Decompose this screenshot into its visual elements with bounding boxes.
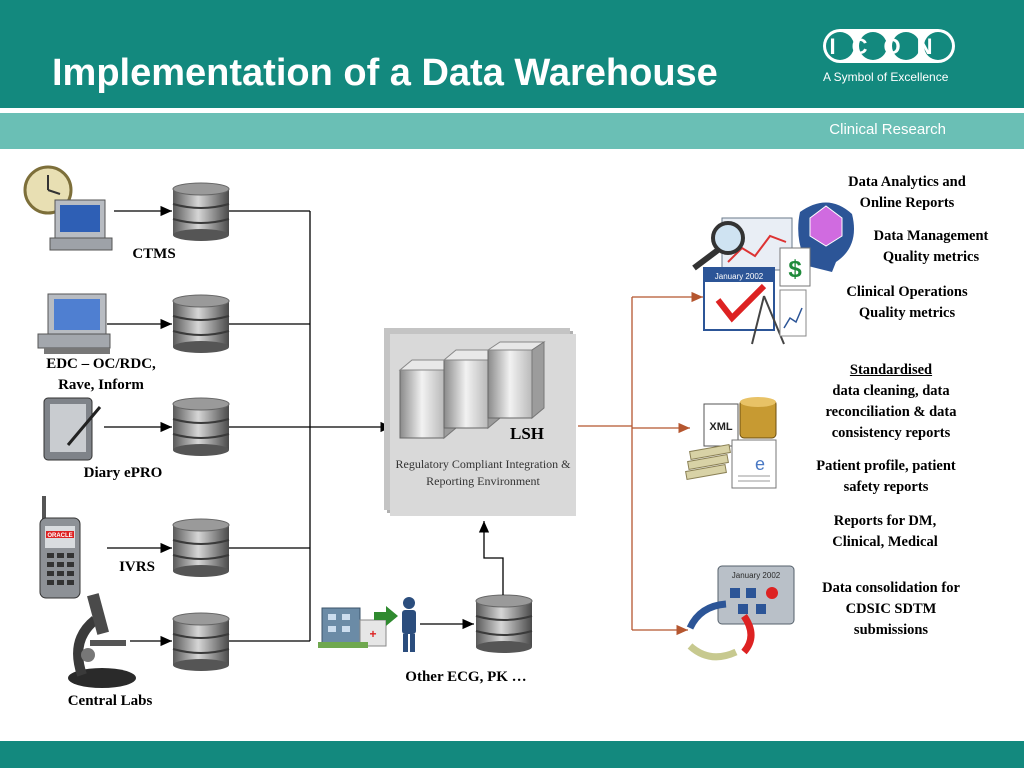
output-sdtm: Data consolidation for CDSIC SDTM submis… — [822, 580, 960, 638]
hospital-person-icon: + — [318, 597, 416, 652]
svg-text:ICON: ICON — [830, 34, 949, 59]
footer-bar — [0, 741, 1024, 768]
svg-text:January 2002: January 2002 — [732, 571, 781, 580]
logo-tagline: A Symbol of Excellence — [823, 70, 949, 84]
svg-text:+: + — [369, 627, 376, 641]
svg-text:e: e — [755, 454, 765, 474]
output-clinops-quality: Clinical Operations Quality metrics — [846, 284, 968, 321]
server-stack-icon — [398, 341, 546, 440]
database-icon — [475, 594, 533, 654]
desktop-computer-icon — [37, 293, 111, 354]
source-label-edc: EDC – OC/RDC, Rave, Inform — [46, 356, 156, 393]
database-icon — [172, 397, 230, 457]
subtitle-band: Clinical Research — [0, 113, 1024, 149]
output-dm-quality: Data Management Quality metrics — [873, 228, 989, 265]
other-source-label: Other ECG, PK … — [405, 669, 527, 685]
cycle-workflow-icon: January 2002 — [686, 565, 795, 661]
microscope-icon — [68, 593, 136, 688]
source-arrows — [104, 205, 172, 647]
database-icon — [172, 612, 230, 672]
output-reports-dm: Reports for DM, Clinical, Medical — [832, 513, 938, 550]
band-label: Clinical Research — [829, 121, 946, 138]
svg-text:$: $ — [788, 256, 802, 283]
output-analytics: Data Analytics and Online Reports — [848, 174, 966, 211]
svg-text:XML: XML — [709, 421, 733, 433]
source-label-central-labs: Central Labs — [67, 693, 153, 709]
xml-documents-icon: XML e — [685, 397, 777, 489]
slide-title: Implementation of a Data Warehouse — [52, 52, 718, 94]
icon-logo: ICON — [823, 29, 955, 63]
database-icon — [172, 294, 230, 354]
analytics-reports-icon: $ January 2002 — [692, 202, 854, 345]
database-icon — [172, 182, 230, 242]
svg-text:ORACLE: ORACLE — [47, 533, 72, 539]
tablet-pen-icon — [43, 397, 102, 461]
header-bar: Implementation of a Data Warehouse ICON … — [0, 0, 1024, 108]
standardised-heading: Standardised — [849, 362, 933, 378]
source-label-ctms: CTMS — [132, 246, 176, 262]
output-patient-profile: Patient profile, patient safety reports — [816, 458, 956, 495]
output-standardised: Standardised data cleaning, data reconci… — [806, 360, 976, 444]
lsh-label: LSH — [510, 424, 545, 443]
lsh-hub: LSH Regulatory Compliant Integration & R… — [390, 334, 576, 516]
source-label-diary: Diary ePRO — [83, 465, 163, 481]
mobile-phone-icon: ORACLE — [39, 496, 81, 599]
output-connector — [578, 291, 703, 636]
lsh-description: Regulatory Compliant Integration & Repor… — [395, 457, 571, 488]
standardised-text: data cleaning, data reconciliation & dat… — [825, 383, 957, 441]
clock-computer-icon — [23, 165, 113, 251]
source-label-ivrs: IVRS — [119, 559, 155, 575]
database-icon — [172, 518, 230, 578]
svg-text:January 2002: January 2002 — [715, 272, 764, 281]
bus-connector — [229, 210, 504, 642]
